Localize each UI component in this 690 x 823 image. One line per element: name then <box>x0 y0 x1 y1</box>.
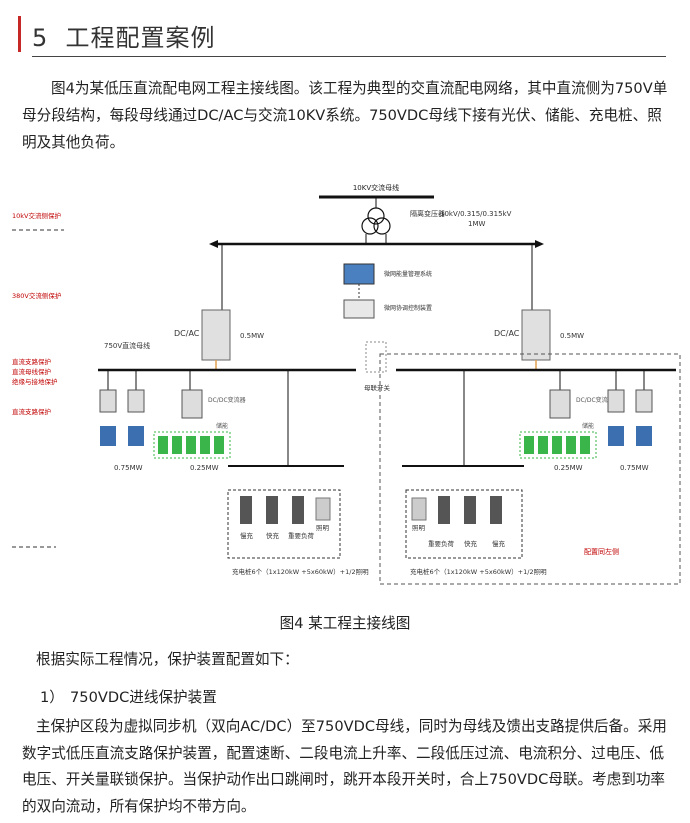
slow-charge-label-right: 慢充 <box>492 539 506 548</box>
battery-icon <box>524 436 534 454</box>
battery-icon <box>566 436 576 454</box>
storage-dcdc-left-icon <box>181 389 203 419</box>
pv-panel-right-1-icon <box>608 426 624 446</box>
charger-icon <box>438 496 450 524</box>
pv-power-right: 0.75MW <box>620 464 649 472</box>
storage-power-right: 0.25MW <box>554 464 583 472</box>
lighting-label: 照明 <box>316 524 330 532</box>
energy-management-monitor-icon <box>343 263 375 285</box>
dcac-right-icon <box>521 309 551 361</box>
slow-charge-label: 慢充 <box>240 531 254 540</box>
charger-icon <box>464 496 476 524</box>
prot-bus-diff-label: 直流母线保护 <box>12 367 51 376</box>
battery-icon <box>172 436 182 454</box>
section-heading: 5 工程配置案例 <box>18 14 670 57</box>
config-intro-paragraph: 根据实际工程情况，保护装置配置如下： <box>36 651 299 668</box>
pv-panel-left-1-icon <box>100 426 116 446</box>
transformer-power: 1MW <box>468 220 485 228</box>
pv-dcdc-left-1-icon <box>99 389 117 413</box>
section-title: 5 工程配置案例 <box>32 24 216 52</box>
battery-icon <box>552 436 562 454</box>
figure-caption: 图4 某工程主接线图 <box>279 615 411 632</box>
dcac-right-label: DC/AC <box>494 329 520 338</box>
prot-10kv-label: 10kV交流侧保护 <box>12 211 61 220</box>
tie-switch-label: 母联开关 <box>364 383 391 392</box>
charger-icon <box>266 496 278 524</box>
pv-panel-right-2-icon <box>636 426 652 446</box>
item-1-paragraph: 主保护区段为虚拟同步机（双向AC/DC）至750VDC母线，同时为母线及馈出支路… <box>22 718 667 815</box>
heading-rule <box>32 56 666 57</box>
dcac-left-label: DC/AC <box>174 329 200 338</box>
dcac-left-power: 0.5MW <box>240 332 264 340</box>
right-group-label: 充电桩6个（1x120kW +5x60kW）+1/2照明 <box>410 567 547 576</box>
key-load-label-right: 重要负荷 <box>428 539 455 548</box>
item-1-heading: 1）750VDC进线保护装置 <box>40 689 217 706</box>
battery-icon <box>158 436 168 454</box>
dcac-right-power: 0.5MW <box>560 332 584 340</box>
intro-paragraph: 图4为某低压直流配电网工程主接线图。该工程为典型的交直流配电网络，其中直流侧为7… <box>22 80 668 151</box>
dcdc-right-label: DC/DC变流器 <box>576 396 614 404</box>
monitor-label: 微网能量管理系统 <box>384 270 432 278</box>
dcdc-left-label: DC/DC变流器 <box>208 396 246 404</box>
prot-insulation-label: 绝缘与接地保护 <box>12 377 58 386</box>
key-load-label: 重要负荷 <box>288 531 315 540</box>
pv-panel-left-2-icon <box>128 426 144 446</box>
dc-bus-label: 750V直流母线 <box>104 341 150 350</box>
lighting-label-right: 照明 <box>412 524 426 532</box>
transformer-name: 隔离变压器 <box>410 209 445 218</box>
left-group-label: 充电桩6个（1x120kW +5x60kW）+1/2照明 <box>232 567 369 576</box>
right-section-box <box>379 353 681 585</box>
coordination-controller-icon <box>343 299 375 319</box>
fast-charge-label-right: 快充 <box>464 539 478 548</box>
heading-accent-bar <box>18 16 21 52</box>
lighting-icon <box>315 497 331 521</box>
charger-icon <box>292 496 304 524</box>
battery-icon <box>200 436 210 454</box>
prot-dc-branch2-label: 直流支路保护 <box>12 407 51 416</box>
battery-icon <box>186 436 196 454</box>
pv-dcdc-right-2-icon <box>635 389 653 413</box>
storage-right-label: 储能 <box>582 422 594 430</box>
coordinator-label: 微网协调控制装置 <box>384 304 432 312</box>
battery-icon <box>538 436 548 454</box>
fast-charge-label: 快充 <box>266 531 280 540</box>
isolation-transformer-icon <box>361 207 391 235</box>
battery-icon <box>580 436 590 454</box>
charger-icon <box>240 496 252 524</box>
prot-dc-branch-label: 直流支路保护 <box>12 357 51 366</box>
main-wiring-diagram: 10KV交流母线 隔离变压器 10kV/0.315/0.315kV 1MW 微网… <box>4 178 686 588</box>
lighting-icon <box>411 497 427 521</box>
charger-icon <box>490 496 502 524</box>
battery-icon <box>214 436 224 454</box>
storage-power-left: 0.25MW <box>190 464 219 472</box>
prot-380v-label: 380V交流侧保护 <box>12 291 61 300</box>
storage-left-label: 储能 <box>216 422 228 430</box>
reserve-label: 配置同左侧 <box>584 547 619 556</box>
pv-power-left: 0.75MW <box>114 464 143 472</box>
ac-bus-label: 10KV交流母线 <box>353 183 399 192</box>
storage-dcdc-right-icon <box>549 389 571 419</box>
dcac-left-icon <box>201 309 231 361</box>
pv-dcdc-right-1-icon <box>607 389 625 413</box>
transformer-rating: 10kV/0.315/0.315kV <box>440 210 512 218</box>
pv-dcdc-left-2-icon <box>127 389 145 413</box>
tie-switch-icon <box>365 341 387 373</box>
